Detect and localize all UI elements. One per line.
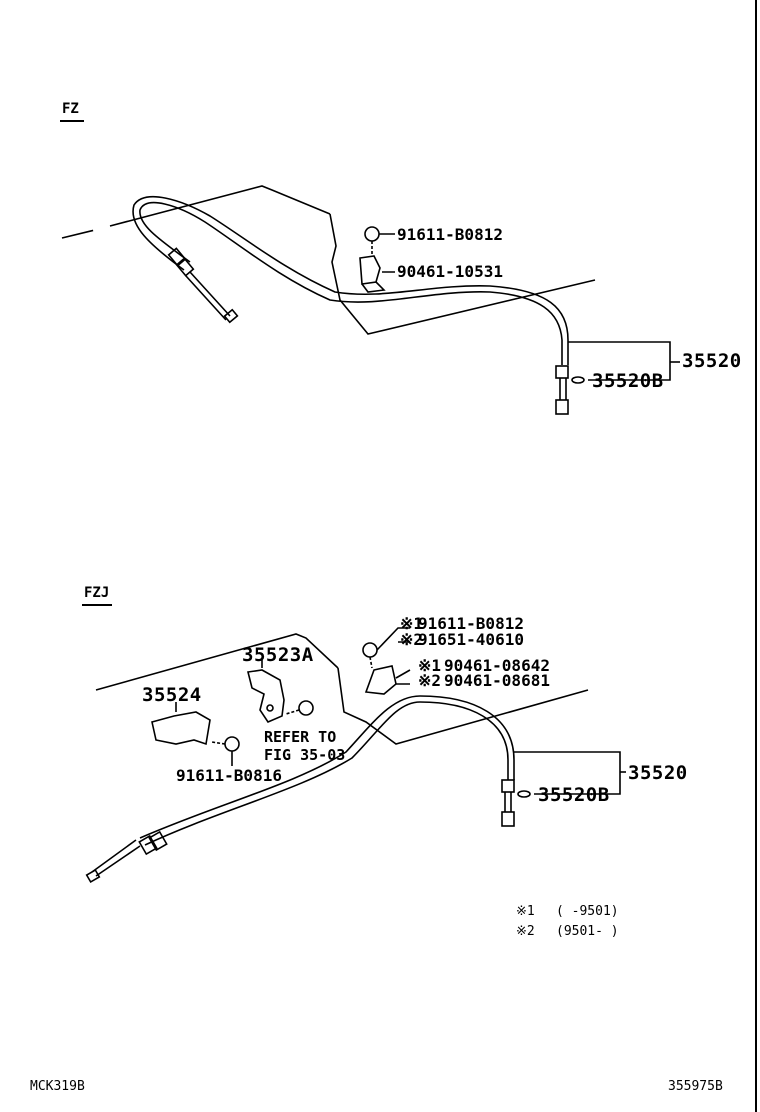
footer-left-code: MCK319B [30,1079,85,1094]
part-number-bolt-1: 91611-B0812 [418,614,524,633]
part-number-cable-sub-bottom: 35520B [538,784,610,806]
section-label-fz: FZ [62,101,79,117]
part-number-bracket: 35524 [142,684,202,706]
clamp-bottom [362,627,411,695]
refer-text-line2: FIG 35-03 [264,746,346,764]
mark-1-clamp: ※1 [418,656,442,675]
part-number-bolt-top: 91611-B0812 [397,225,503,244]
clamp-top [359,226,395,293]
mark-1-bolt: ※1 [400,614,424,633]
note-2-text: (9501- ) [556,924,619,939]
note-2-mark: ※2 [516,924,535,939]
cable-bottom [85,695,515,884]
part-number-cable-sub-top: 35520B [592,370,664,392]
bracket-35524 [151,702,240,766]
frame-border-right [755,0,757,1112]
floor-outline-bottom [95,633,589,745]
part-number-bracket-bolt: 91611-B0816 [176,766,282,785]
part-number-clamp-1: 90461-08642 [444,656,550,675]
mark-2-clamp: ※2 [418,671,442,690]
part-number-clamp-2: 90461-08681 [444,671,550,690]
bracket-35523a [247,660,314,723]
part-number-cable-top: 35520 [682,350,742,372]
section-label-fzj: FZJ [84,585,110,601]
cable-top [132,196,569,415]
section-underline-fzj [82,604,112,606]
part-number-cable-bottom: 35520 [628,762,688,784]
section-underline-fz [60,120,84,122]
part-number-bolt-2: 91651-40610 [418,630,524,649]
floor-outline-top [61,185,596,335]
part-number-clamp-top: 90461-10531 [397,262,503,281]
note-1-text: ( -9501) [556,904,619,919]
note-1-mark: ※1 [516,904,535,919]
refer-text-line1: REFER TO [264,728,337,746]
mark-2-bolt: ※2 [400,630,424,649]
footer-right-code: 355975B [668,1079,723,1094]
callout-35520-bottom [514,751,626,798]
part-number-bracket-a: 35523A [242,644,314,666]
callout-35520-top [568,341,680,384]
